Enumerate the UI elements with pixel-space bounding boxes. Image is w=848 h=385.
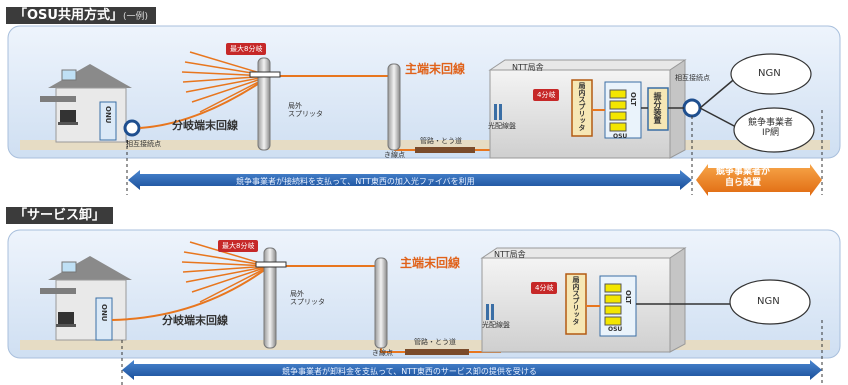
section1-main-line: 主端末回線 (405, 62, 466, 76)
ngn-cloud (730, 53, 812, 95)
section2-ground (20, 340, 830, 350)
house-icon (40, 256, 132, 341)
outdoor-splitter-bar (255, 261, 287, 268)
section1-pole-point: き線点 (384, 151, 405, 159)
section2-four-branch: 4分岐 (531, 282, 558, 294)
indoor-splitter-box (571, 79, 593, 137)
section2-outdoor-splitter: 局外 スプリッタ (290, 290, 325, 307)
branch-fiber (111, 265, 271, 321)
onu-box (99, 101, 117, 141)
section2-diagram (7, 229, 841, 385)
section1-olt: OLT (629, 92, 637, 107)
section1-onu: ONU (104, 106, 112, 124)
section1-ntt-office: NTT局舎 (512, 63, 544, 72)
section2-indoor-splitter: 局内スプリッタ (572, 276, 580, 325)
section2-conduit: 管路・とう道 (414, 338, 456, 346)
section2-max-badge: 最大8分岐 (218, 240, 259, 252)
conduit-bar (405, 349, 469, 355)
section1-orange-arrow (696, 164, 822, 196)
section1-diagram (7, 25, 841, 196)
section2-blue-arrow (122, 360, 822, 380)
section1-ngn: NGN (758, 68, 781, 79)
ngn-cloud (729, 279, 811, 325)
section1-max-badge: 最大8分岐 (226, 43, 267, 55)
conduit-bar (415, 147, 475, 153)
optical-frame (494, 104, 497, 120)
section1-title-text: 「OSU共用方式」 (14, 8, 123, 23)
section1-interconnect-top: 相互接続点 (675, 74, 710, 82)
section2-olt: OLT (624, 290, 632, 305)
indoor-splitter-box (565, 273, 587, 335)
optical-frame (486, 304, 489, 320)
section1-ground (20, 140, 830, 150)
pole-1 (257, 57, 271, 151)
section1-arrow-text: 競争事業者が接続料を支払って、NTT東西の加入光ファイバを利用 (236, 177, 475, 186)
section1-distribution-device: 振分装置 (653, 92, 662, 124)
section1-osu: OSU (613, 133, 628, 140)
distribution-device (647, 87, 669, 131)
pole-2 (387, 63, 401, 151)
section2-title-text: 「サービス卸」 (14, 208, 106, 223)
section1-four-branch: 4分岐 (533, 89, 560, 101)
section2-onu: ONU (100, 304, 108, 322)
interconnect-ring-right (682, 98, 702, 118)
section2-branch-line: 分岐端末回線 (162, 314, 228, 327)
section1-orange-arrow-text: 競争事業者が 自ら設置 (716, 167, 771, 188)
section1-optical-frame: 光配線盤 (488, 122, 516, 130)
section2-pole-point: き線点 (372, 349, 393, 357)
section2-ngn: NGN (757, 296, 780, 307)
pole-1 (263, 247, 277, 349)
branch-fiber (139, 75, 271, 129)
section2-arrow-text: 競争事業者が卸料金を支払って、NTT東西のサービス卸の提供を受ける (282, 367, 537, 376)
section1-competitor-ip: 競争事業者 IP網 (748, 118, 794, 139)
section2-optical-frame: 光配線盤 (482, 321, 510, 329)
section2-ntt-office: NTT局舎 (494, 250, 526, 259)
outdoor-splitter-bar (249, 71, 281, 78)
section1-indoor-splitter: 局内スプリッタ (578, 82, 586, 131)
section2-osu: OSU (608, 326, 623, 333)
section1-title: 「OSU共用方式」(一例) (6, 7, 157, 24)
section1-conduit: 管路・とう道 (420, 137, 462, 145)
section2-title: 「サービス卸」 (6, 207, 114, 224)
section1-interconnect-bottom: 相互接続点 (126, 140, 161, 148)
section1-blue-arrow (128, 170, 692, 190)
section2-main-line: 主端末回線 (400, 256, 461, 270)
pole-2 (374, 257, 388, 349)
section1-title-note: (一例) (122, 12, 149, 22)
competitor-cloud (733, 107, 815, 153)
interconnect-ring (123, 119, 141, 137)
section1-branch-line: 分岐端末回線 (172, 119, 238, 132)
section1-outdoor-splitter: 局外 スプリッタ (288, 102, 323, 119)
